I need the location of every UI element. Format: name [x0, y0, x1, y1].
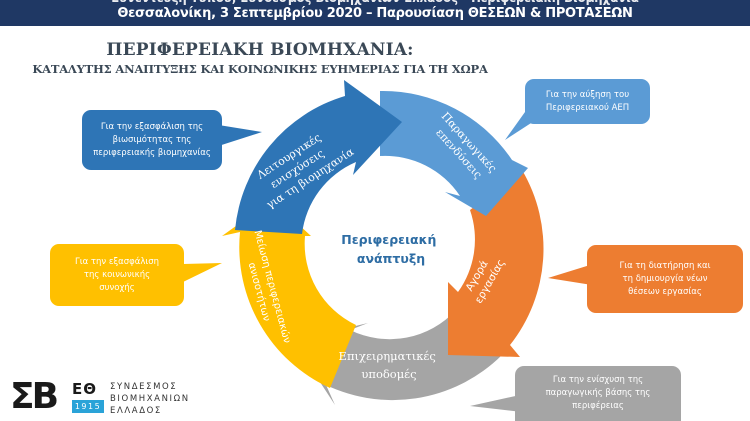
- logo-name-line-3: ΕΛΛΑΔΟΣ: [110, 406, 162, 416]
- logo-name-line-2: ΒΙΟΜΗΧΑΝΙΩΝ: [110, 394, 190, 404]
- segment-labor-market: [448, 170, 544, 357]
- header-line-1: Συνέντευξη Τύπου, Σύνδεσμος Βιομηχανιών …: [0, 0, 750, 6]
- segment-label-business-infrastructure: Επιχειρηματικές υποδομές: [339, 349, 440, 381]
- callout-jobs: Για τη διατήρηση και τη δημιουργία νέων …: [587, 245, 743, 313]
- page-subtitle: ΚΑΤΑΛΥΤΗΣ ΑΝΑΠΤΥΞΗΣ ΚΑΙ ΚΟΙΝΩΝΙΚΗΣ ΕΥΗΜΕ…: [32, 62, 488, 76]
- callout-gdp: Για την αύξηση του Περιφερειακού ΑΕΠ: [525, 79, 650, 124]
- callout-productive-base: Για την ενίσχυση της παραγωγικής βάσης τ…: [515, 366, 681, 421]
- logo-letters: ΣΒ: [10, 376, 59, 417]
- segment-productive-investments: [380, 90, 528, 216]
- logo-name-line-1: ΣΥΝΔΕΣΜΟΣ: [110, 382, 178, 392]
- logo-superscript: ΕΘ: [72, 380, 97, 398]
- segment-reduce-inequalities: [222, 200, 356, 388]
- logo-org-name: ΣΥΝΔΕΣΜΟΣ ΒΙΟΜΗΧΑΝΙΩΝ ΕΛΛΑΔΟΣ: [110, 381, 190, 417]
- center-label: Περιφερειακή ανάπτυξη: [341, 232, 440, 266]
- logo-year-badge: 1915: [72, 400, 104, 413]
- segment-operational-support: [235, 80, 402, 234]
- callout-tail-productive-base: [470, 395, 522, 412]
- callout-social-cohesion: Για την εξασφάλιση της κοινωνικής συνοχή…: [50, 244, 184, 306]
- callout-viability: Για την εξασφάλιση της βιωσιμότητας της …: [82, 110, 222, 170]
- callout-tail-jobs: [548, 265, 592, 285]
- header-line-2: Θεσσαλονίκη, 3 Σεπτεμβρίου 2020 – Παρουσ…: [117, 6, 633, 21]
- page-title: ΠΕΡΙΦΕΡΕΙΑΚΗ ΒΙΟΜΗΧΑΝΙΑ:: [106, 40, 414, 60]
- callout-tail-social-cohesion: [183, 263, 222, 282]
- header-banner: Συνέντευξη Τύπου, Σύνδεσμος Βιομηχανιών …: [0, 0, 750, 26]
- sev-logo: ΣΒ ΕΘ 1915 ΣΥΝΔΕΣΜΟΣ ΒΙΟΜΗΧΑΝΙΩΝ ΕΛΛΑΔΟΣ: [10, 376, 210, 417]
